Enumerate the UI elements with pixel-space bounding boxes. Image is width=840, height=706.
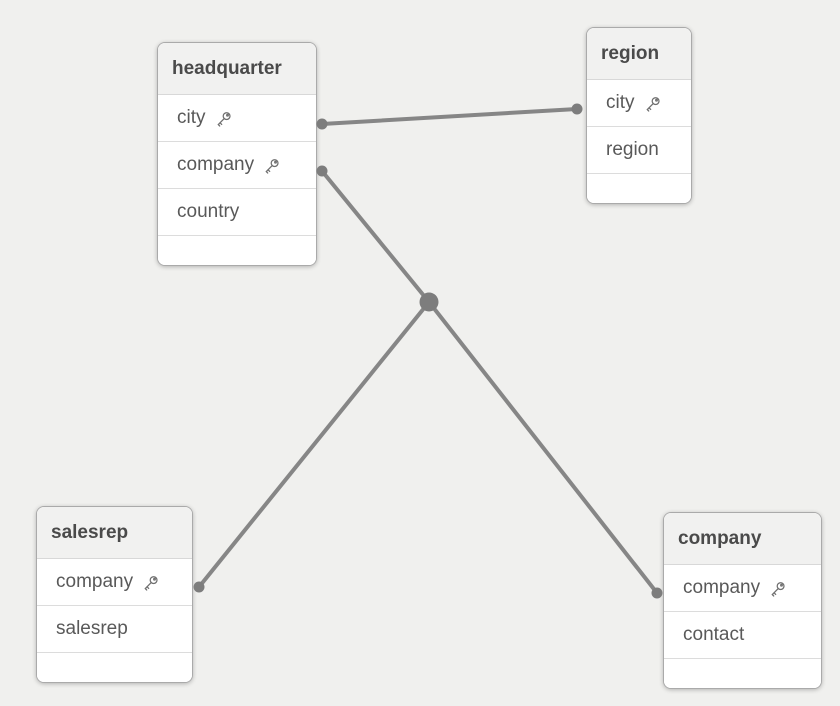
connector-endpoint-dot <box>423 296 435 308</box>
table-title: salesrep <box>51 521 129 543</box>
field-row-headquarter-country[interactable]: country <box>158 189 316 236</box>
field-label: company <box>683 577 761 598</box>
connector-endpoint-dot <box>316 165 328 177</box>
table-salesrep-header[interactable]: salesrep <box>37 507 192 559</box>
key-icon <box>265 158 279 174</box>
field-label: contact <box>683 624 745 645</box>
field-row-headquarter-company[interactable]: company <box>158 142 316 189</box>
connector-endpoint-dot <box>316 118 328 130</box>
table-title: company <box>678 527 762 549</box>
table-company-header[interactable]: company <box>664 513 821 565</box>
table-footer-row <box>37 653 192 682</box>
connector-endpoint-dot <box>651 587 663 599</box>
field-label: city <box>177 107 206 128</box>
table-headquarter[interactable]: headquarter city company country <box>157 42 317 266</box>
field-row-headquarter-city[interactable]: city <box>158 95 316 142</box>
table-salesrep[interactable]: salesrep company salesrep <box>36 506 193 683</box>
connector-line <box>320 107 579 126</box>
table-footer-row <box>587 174 691 203</box>
table-footer-row <box>158 236 316 265</box>
connector-junction-to-company-company <box>423 296 663 599</box>
table-footer-row <box>664 659 821 688</box>
table-company[interactable]: company company contact <box>663 512 822 689</box>
table-region-header[interactable]: region <box>587 28 691 80</box>
key-icon <box>217 111 231 127</box>
table-region[interactable]: region city region <box>586 27 692 204</box>
table-title: region <box>601 42 660 64</box>
field-row-salesrep-company[interactable]: company <box>37 559 192 606</box>
table-title: headquarter <box>172 57 282 79</box>
field-row-company-company[interactable]: company <box>664 565 821 612</box>
field-label: region <box>606 139 659 160</box>
field-row-company-contact[interactable]: contact <box>664 612 821 659</box>
connector-line <box>320 169 431 304</box>
connector-endpoint-dot <box>423 296 435 308</box>
connector-endpoint-dot <box>423 296 435 308</box>
connector-headquarter-company-to-junction <box>316 165 435 308</box>
connector-line <box>197 300 431 589</box>
field-label: city <box>606 92 635 113</box>
table-headquarter-header[interactable]: headquarter <box>158 43 316 95</box>
field-label: country <box>177 201 240 222</box>
key-icon <box>646 96 660 112</box>
field-row-salesrep-salesrep[interactable]: salesrep <box>37 606 192 653</box>
connector-headquarter-city-to-region-city <box>316 103 583 130</box>
field-label: company <box>56 571 134 592</box>
connector-endpoint-dot <box>193 581 205 593</box>
connector-junction-to-salesrep-company <box>193 296 435 593</box>
connector-line <box>427 300 659 595</box>
field-label: salesrep <box>56 618 128 639</box>
connector-endpoint-dot <box>571 103 583 115</box>
field-label: company <box>177 154 255 175</box>
field-row-region-city[interactable]: city <box>587 80 691 127</box>
field-row-region-region[interactable]: region <box>587 127 691 174</box>
junction-dot <box>419 292 439 312</box>
key-icon <box>771 581 785 597</box>
key-icon <box>144 575 158 591</box>
